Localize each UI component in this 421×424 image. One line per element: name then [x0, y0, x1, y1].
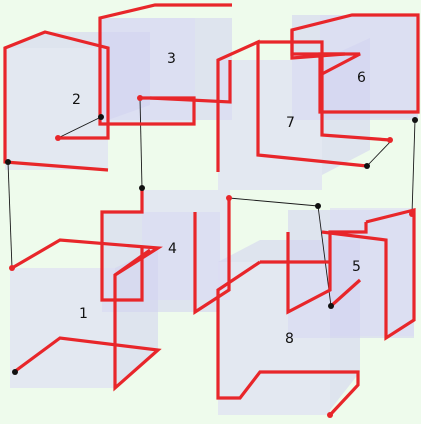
endpoint-dot	[364, 163, 370, 169]
cube-8-path	[216, 260, 360, 417]
endpoint-dot	[139, 185, 145, 191]
connector-2-diag	[57, 116, 102, 139]
cube-label-3: 3	[167, 51, 176, 67]
cube-label-4: 4	[168, 241, 177, 257]
cube-7-face	[218, 60, 322, 190]
endpoint-dot	[12, 369, 18, 375]
endpoint-dot	[315, 203, 321, 209]
cube-8-face	[218, 262, 330, 415]
cube-faces	[5, 15, 418, 415]
cube-2-face	[5, 48, 108, 170]
cube-label-1: 1	[79, 306, 88, 322]
cube-1-face-side	[115, 248, 158, 388]
cube-label-8: 8	[285, 331, 294, 347]
cube-4-path	[100, 188, 144, 302]
endpoint-dot	[137, 95, 143, 101]
endpoint-dot	[98, 114, 104, 120]
cube-4-path-b	[193, 198, 231, 315]
cube-5-path-b	[329, 278, 362, 308]
cube-1-face	[10, 268, 115, 388]
cube-8-face-side	[218, 240, 360, 410]
endpoint-dot	[409, 211, 415, 217]
cube-2-face-side	[5, 32, 150, 120]
cube-1-path	[11, 238, 163, 392]
connector-3-4	[139, 97, 143, 189]
cube-4-face-front	[142, 190, 230, 300]
endpoint-dot	[5, 159, 11, 165]
endpoint-dot	[9, 265, 15, 271]
cube-1-path-b	[114, 248, 151, 277]
cube-label-5: 5	[352, 259, 361, 275]
cube-7-path-b	[258, 40, 391, 142]
cube-5-path-c	[321, 207, 416, 341]
cube-7-face-side	[322, 38, 370, 175]
endpoint-dot	[327, 412, 333, 418]
cube-label-6: 6	[357, 70, 366, 86]
connector-lines	[7, 97, 416, 307]
endpoint-dot	[412, 117, 418, 123]
cube-3-path	[98, 3, 232, 126]
connector-4-8	[228, 197, 319, 207]
cube-label-7: 7	[286, 115, 295, 131]
connector-7-6	[366, 139, 393, 167]
cube-7-path-c	[149, 60, 232, 104]
endpoint-dot	[387, 137, 393, 143]
connector-6-5	[411, 119, 416, 215]
cube-labels: 1 2 3 4 5 6 7 8	[72, 51, 366, 347]
endpoint-dot	[328, 303, 334, 309]
endpoints	[5, 95, 418, 418]
cube-label-2: 2	[72, 92, 81, 108]
red-paths	[3, 3, 420, 417]
endpoint-dot	[55, 135, 61, 141]
endpoint-dot	[226, 195, 232, 201]
connector-1-2	[7, 161, 13, 269]
